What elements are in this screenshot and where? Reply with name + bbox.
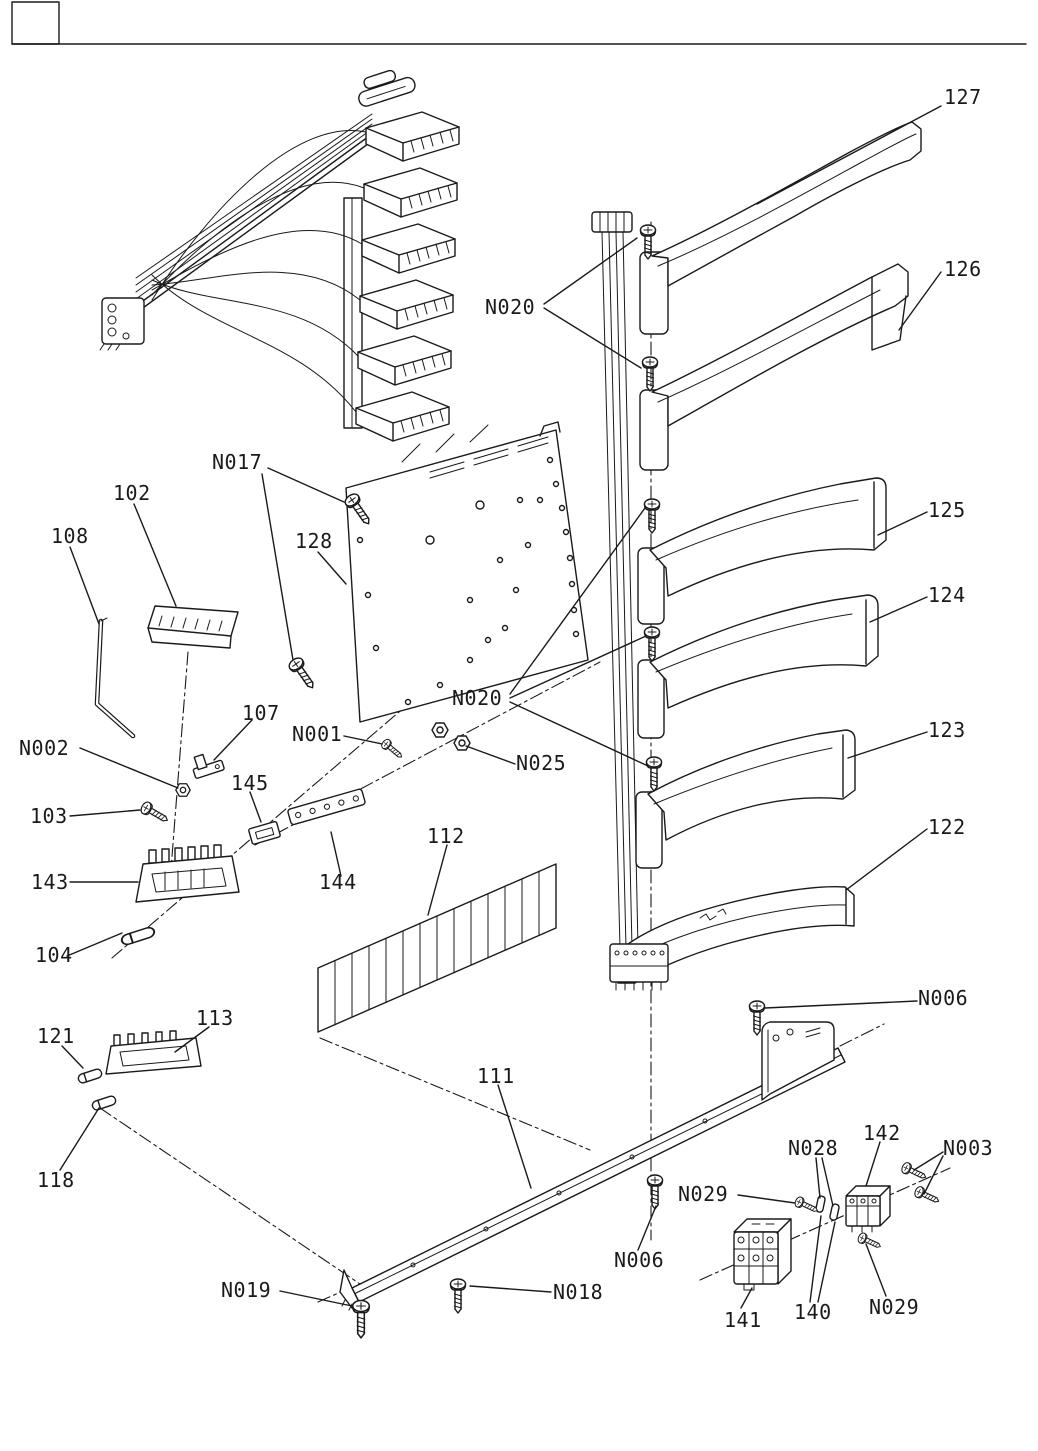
- part-label-n029-bottom: N029: [869, 1295, 920, 1319]
- screw-n019: [351, 1299, 371, 1339]
- nuts-n025: [431, 722, 471, 751]
- part-label-127: 127: [944, 85, 982, 109]
- part-label-112: 112: [427, 824, 465, 848]
- part-label-n020-top: N020: [485, 295, 536, 319]
- pin-118: [90, 1094, 118, 1112]
- rod-108-art: [94, 617, 136, 739]
- holder-143-art: [135, 844, 240, 903]
- part-label-123: 123: [928, 718, 966, 742]
- part-label-122: 122: [928, 815, 966, 839]
- nut-n002: [175, 783, 191, 797]
- part-label-108: 108: [51, 524, 89, 548]
- screw-103: [138, 799, 172, 827]
- part-label-n020-mid: N020: [452, 686, 503, 710]
- output-bin-124-art: [637, 594, 879, 739]
- screw-n018: [449, 1278, 467, 1314]
- part-label-140: 140: [794, 1300, 832, 1324]
- part-label-n002: N002: [19, 736, 70, 760]
- part-label-n028: N028: [788, 1136, 839, 1160]
- feeder-stack-assembly-art: [99, 69, 460, 442]
- output-tray-122-art: [617, 885, 855, 984]
- part-label-n001: N001: [292, 722, 343, 746]
- part-label-145: 145: [231, 771, 269, 795]
- connector-142-art: [845, 1185, 891, 1233]
- part-label-104: 104: [35, 943, 73, 967]
- part-label-144: 144: [319, 870, 357, 894]
- part-label-n025: N025: [516, 751, 567, 775]
- strip-144-art: [287, 788, 366, 826]
- part-label-121: 121: [37, 1024, 75, 1048]
- pin-104: [119, 925, 157, 947]
- part-label-103: 103: [30, 804, 68, 828]
- part-label-142: 142: [863, 1121, 901, 1145]
- part-label-118: 118: [37, 1168, 75, 1192]
- output-bin-123-art: [635, 729, 856, 869]
- page-corner-box: [11, 1, 60, 45]
- part-label-n029-left: N029: [678, 1182, 729, 1206]
- part-label-n006-bottom: N006: [614, 1248, 665, 1272]
- pins-n028: [815, 1195, 840, 1221]
- plate-145-art: [248, 820, 281, 845]
- part-label-141: 141: [724, 1308, 762, 1332]
- part-label-n003: N003: [943, 1136, 994, 1160]
- wire-connector-art: [609, 943, 669, 991]
- part-label-124: 124: [928, 583, 966, 607]
- pin-121: [76, 1067, 104, 1085]
- pin-n001: [379, 737, 406, 762]
- output-bin-125-art: [637, 477, 887, 625]
- connector-141-art: [733, 1218, 792, 1291]
- part-label-111: 111: [477, 1064, 515, 1088]
- leader-lines: [59, 105, 944, 1309]
- wire-harness-lines: [591, 211, 639, 949]
- part-label-126: 126: [944, 257, 982, 281]
- part-label-107: 107: [242, 701, 280, 725]
- part-label-n017: N017: [212, 450, 263, 474]
- screws-n003: [899, 1160, 942, 1207]
- part-label-102: 102: [113, 481, 151, 505]
- output-bin-127-art: [639, 121, 922, 335]
- part-label-n018: N018: [553, 1280, 604, 1304]
- rail-111-art: [339, 1021, 846, 1311]
- holder-113-art: [105, 1030, 202, 1075]
- screw-n006-bottom: [646, 1174, 664, 1210]
- part-label-143: 143: [31, 870, 69, 894]
- part-label-113: 113: [196, 1006, 234, 1030]
- part-label-n019: N019: [221, 1278, 272, 1302]
- output-bin-126-art: [639, 263, 909, 471]
- part-label-n006-right: N006: [918, 986, 969, 1010]
- side-plate-128-art: [345, 421, 589, 723]
- guide-102-art: [147, 605, 239, 649]
- part-label-125: 125: [928, 498, 966, 522]
- corrugated-guide-112-art: [317, 863, 557, 1033]
- part-label-128: 128: [295, 529, 333, 553]
- bracket-107-art: [192, 753, 225, 779]
